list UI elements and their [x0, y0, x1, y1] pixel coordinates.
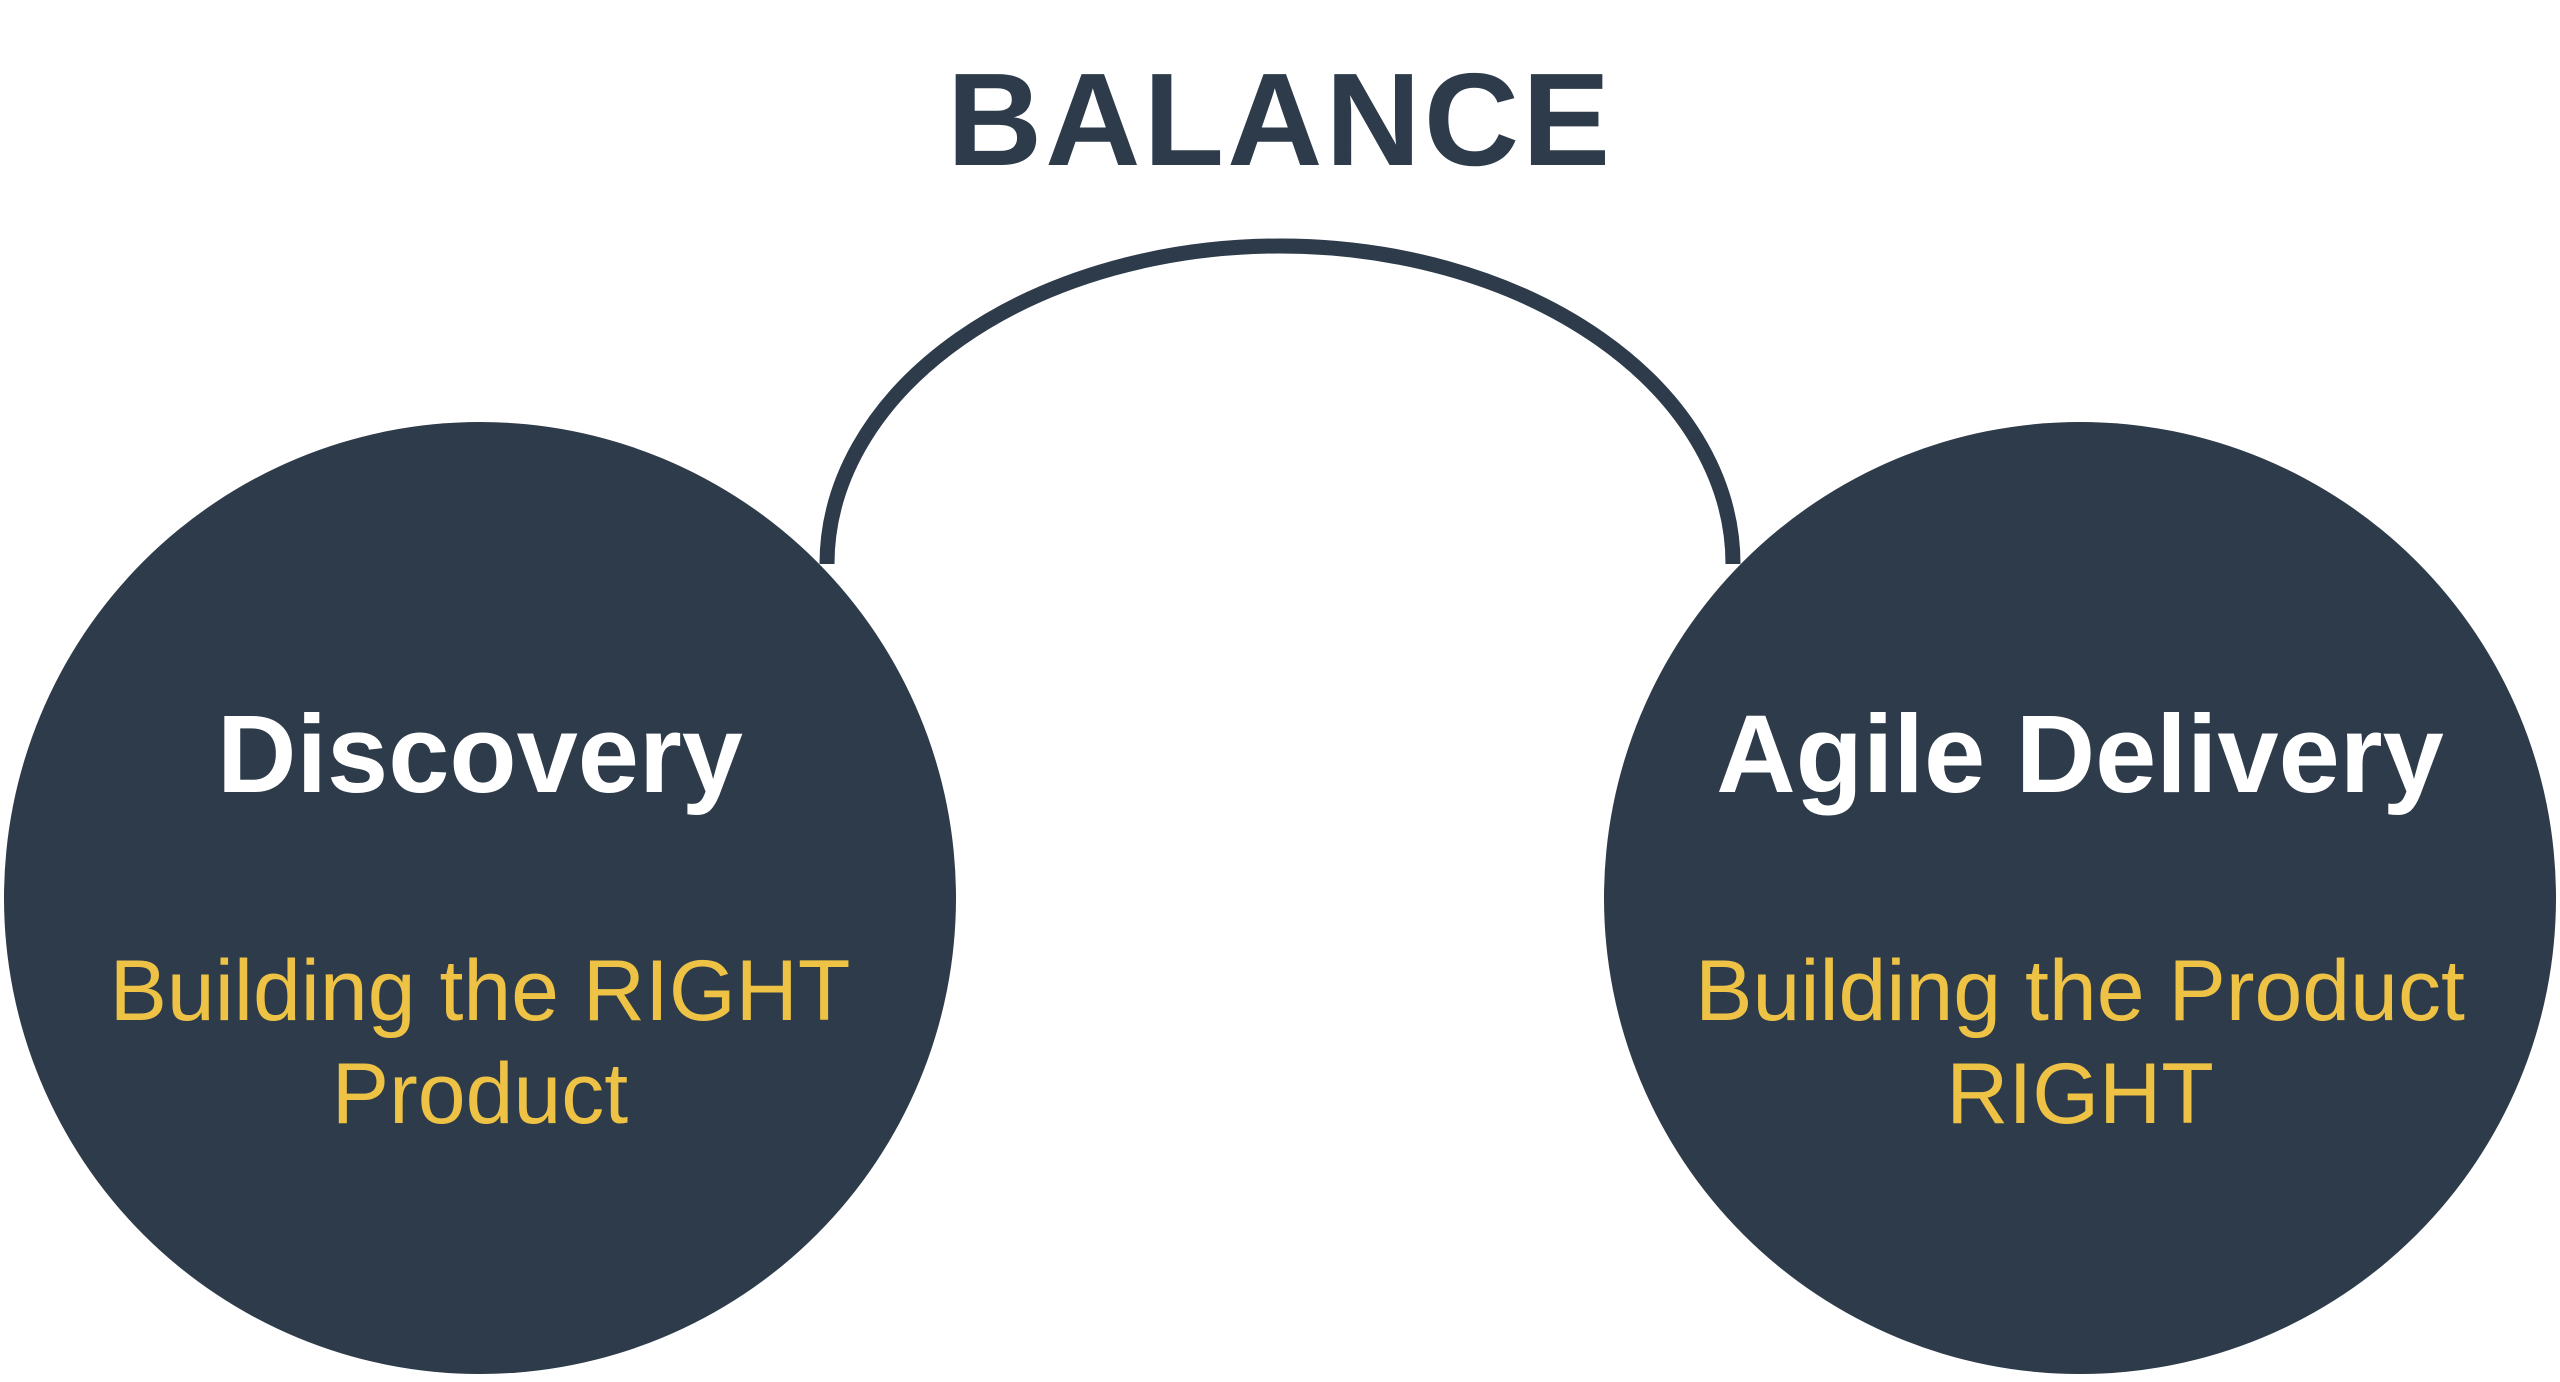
agile-delivery-circle: Agile Delivery Building the Product RIGH… [1604, 422, 2556, 1374]
circle-subtitle-discovery: Building the RIGHT Product [4, 940, 956, 1146]
discovery-circle: Discovery Building the RIGHT Product [4, 422, 956, 1374]
subtitle-line: Building the Product [1695, 943, 2465, 1039]
diagram-title: BALANCE [946, 46, 1614, 193]
subtitle-line: Product [331, 1046, 629, 1143]
circle-heading-discovery: Discovery [217, 693, 743, 816]
circle-subtitle-agile-delivery: Building the Product RIGHT [1604, 940, 2556, 1146]
subtitle-line: Building the RIGHT [109, 943, 851, 1039]
subtitle-line: RIGHT [1946, 1046, 2214, 1143]
circle-heading-agile-delivery: Agile Delivery [1716, 693, 2444, 816]
